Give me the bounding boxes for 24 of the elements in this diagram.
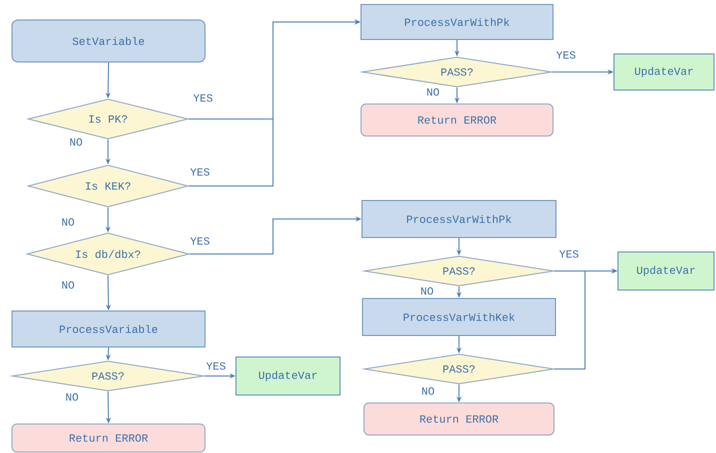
- error-box: Return ERROR: [12, 424, 206, 452]
- edge-label: YES: [555, 50, 577, 60]
- process-box: ProcessVarWithPk: [360, 4, 554, 40]
- process-box: SetVariable: [12, 20, 206, 62]
- error-box: Return ERROR: [360, 104, 554, 136]
- edge-label: YES: [189, 236, 211, 246]
- edge-label: NO: [425, 87, 441, 97]
- edge-label: YES: [205, 361, 227, 371]
- edge-label: NO: [64, 392, 80, 402]
- edge-label: YES: [189, 167, 211, 177]
- update-box: UpdateVar: [618, 252, 714, 290]
- edge-label: NO: [68, 137, 84, 147]
- process-box: ProcessVariable: [12, 310, 206, 348]
- update-box: UpdateVar: [236, 356, 340, 396]
- process-box: ProcessVarWithKek: [362, 298, 556, 336]
- error-box: Return ERROR: [364, 402, 554, 436]
- edge-label: NO: [420, 386, 436, 396]
- edge-label: NO: [60, 280, 76, 290]
- edge-label: NO: [419, 286, 435, 296]
- update-box: UpdateVar: [614, 54, 714, 90]
- edge-label: YES: [192, 93, 214, 103]
- edge-label: NO: [60, 217, 76, 227]
- edge-label: YES: [558, 249, 580, 259]
- process-box: ProcessVarWithPk: [362, 200, 556, 238]
